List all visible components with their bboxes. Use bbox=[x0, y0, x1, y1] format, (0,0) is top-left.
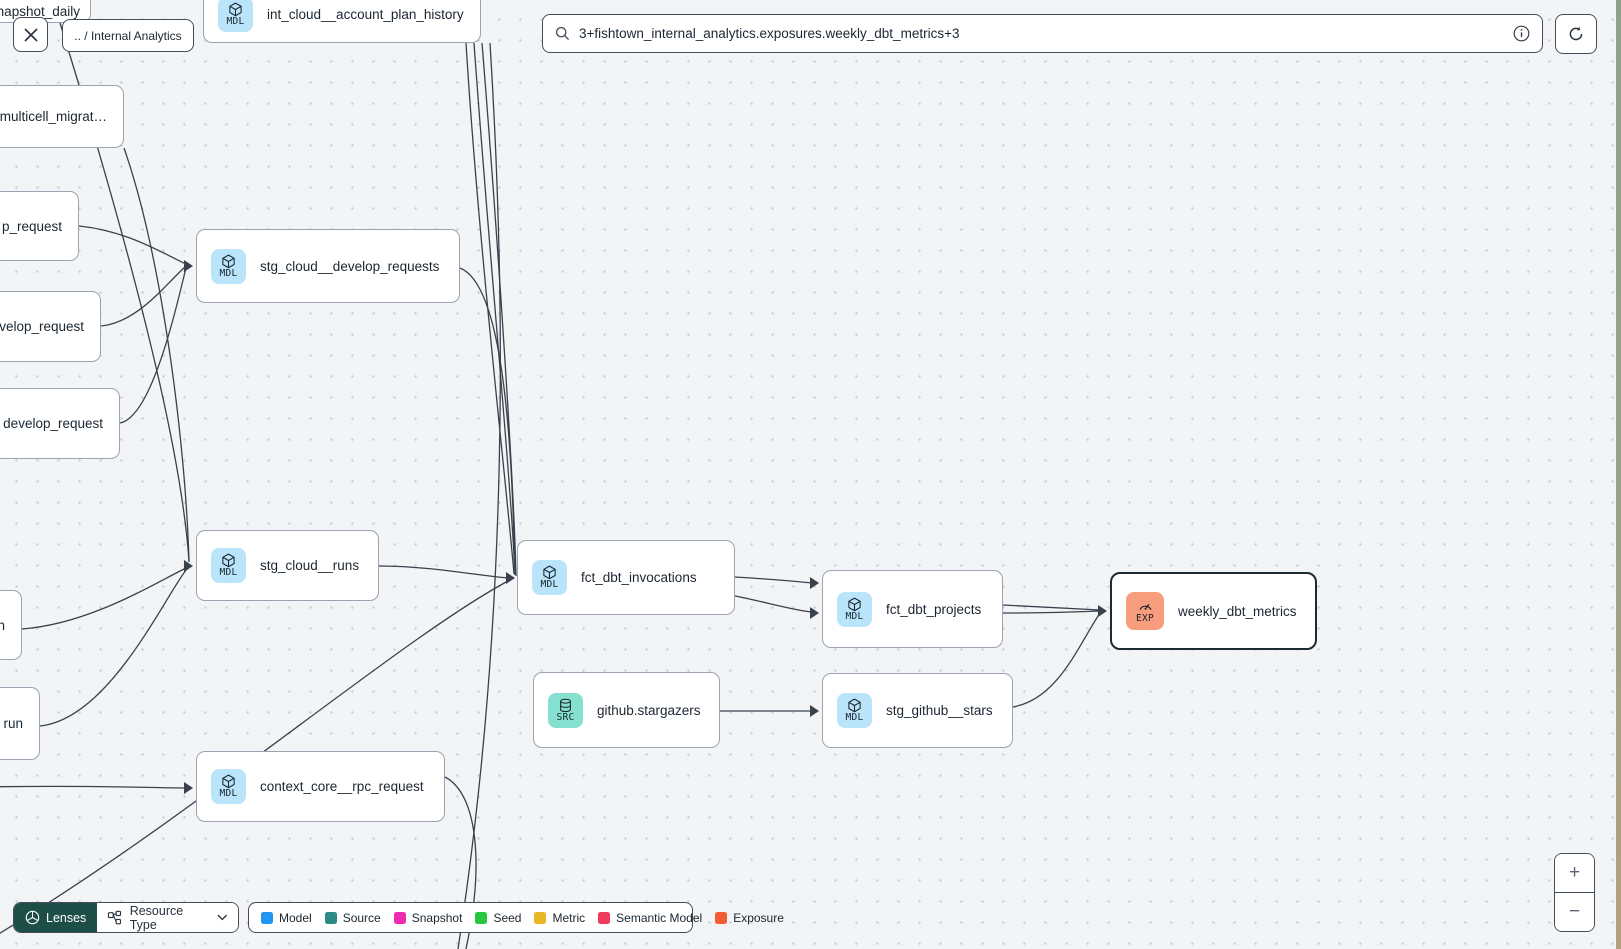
node-weekly_dbt_metrics[interactable]: EXP weekly_dbt_metrics bbox=[1110, 572, 1317, 650]
source-badge: SRC bbox=[548, 692, 583, 728]
node-label: n bbox=[0, 617, 5, 633]
node-label: p_request bbox=[1, 218, 62, 234]
desktop-edge-strip bbox=[1616, 0, 1621, 949]
node-run_node[interactable]: run bbox=[0, 687, 40, 760]
legend-swatch bbox=[598, 911, 611, 924]
model-badge: MDL bbox=[218, 0, 253, 32]
zoom-in-button[interactable]: + bbox=[1555, 854, 1594, 893]
model-badge: MDL bbox=[211, 548, 246, 583]
resource-type-dropdown[interactable]: Resource Type bbox=[97, 903, 238, 932]
legend-item-seed: Seed bbox=[475, 911, 521, 925]
lenses-icon bbox=[25, 910, 40, 925]
breadcrumb-label: .. / Internal Analytics bbox=[74, 28, 182, 43]
gauge-icon bbox=[1139, 603, 1151, 610]
node-label: snapshot_daily bbox=[0, 4, 80, 19]
legend-label: Semantic Model bbox=[616, 910, 703, 925]
lenses-button[interactable]: Lenses bbox=[14, 903, 98, 932]
close-button[interactable] bbox=[13, 17, 48, 52]
node-n_node[interactable]: n bbox=[0, 590, 22, 660]
legend-label: Seed bbox=[493, 910, 522, 925]
legend-label: Source bbox=[342, 910, 381, 925]
node-label: stg_github__stars bbox=[886, 703, 993, 718]
resource-type-icon bbox=[108, 910, 122, 924]
exposure-badge: EXP bbox=[1126, 592, 1164, 630]
node-label: multicell_migrat… bbox=[0, 109, 107, 124]
zoom-control: + − bbox=[1554, 853, 1595, 932]
node-label: velop_request bbox=[0, 319, 84, 334]
legend-swatch bbox=[261, 911, 273, 924]
node-label: context_core__rpc_request bbox=[260, 779, 424, 794]
legend-item-snapshot: Snapshot bbox=[393, 910, 463, 925]
cube-icon bbox=[848, 597, 861, 611]
database-icon bbox=[560, 698, 571, 712]
resource-type-label: Resource Type bbox=[129, 903, 184, 932]
node-label: stg_cloud__develop_requests bbox=[260, 258, 440, 274]
chevron-down-icon bbox=[217, 914, 228, 921]
search-bar[interactable] bbox=[542, 14, 1543, 53]
cube-icon bbox=[222, 553, 235, 568]
node-github_stargazers[interactable]: SRC github.stargazers bbox=[533, 672, 720, 748]
search-icon bbox=[555, 26, 570, 41]
node-label: weekly_dbt_metrics bbox=[1178, 603, 1297, 619]
node-label: stg_cloud__runs bbox=[260, 558, 360, 573]
legend-swatch bbox=[534, 911, 547, 924]
legend-swatch bbox=[393, 911, 406, 924]
cube-icon bbox=[229, 2, 242, 17]
zoom-out-button[interactable]: − bbox=[1555, 893, 1594, 931]
node-stg_cloud_runs[interactable]: MDL stg_cloud__runs bbox=[196, 530, 379, 601]
legend-label: Metric bbox=[552, 910, 586, 925]
cube-icon bbox=[848, 698, 861, 713]
node-develop_request[interactable]: develop_request bbox=[0, 388, 120, 459]
legend-item-semantic-model: Semantic Model bbox=[598, 911, 702, 925]
lenses-label: Lenses bbox=[46, 910, 87, 925]
node-velop_request[interactable]: velop_request bbox=[0, 291, 101, 362]
search-input[interactable] bbox=[579, 26, 1504, 41]
legend-item-source: Source bbox=[324, 910, 381, 925]
breadcrumb[interactable]: .. / Internal Analytics bbox=[62, 19, 194, 52]
node-fct_dbt_invocations[interactable]: MDL fct_dbt_invocations bbox=[517, 540, 735, 615]
legend-label: Model bbox=[279, 910, 312, 925]
node-fct_dbt_projects[interactable]: MDL fct_dbt_projects bbox=[822, 570, 1003, 648]
node-label: github.stargazers bbox=[597, 702, 701, 718]
node-p_request[interactable]: p_request bbox=[0, 191, 79, 261]
node-context_core[interactable]: MDL context_core__rpc_request bbox=[196, 751, 445, 822]
cube-icon bbox=[222, 254, 235, 268]
node-label: fct_dbt_projects bbox=[886, 601, 982, 617]
cube-icon bbox=[222, 774, 235, 789]
legend-item-metric: Metric bbox=[534, 911, 585, 925]
node-int_cloud[interactable]: MDL int_cloud__account_plan_history bbox=[203, 0, 481, 43]
refresh-icon bbox=[1569, 26, 1583, 41]
model-badge: MDL bbox=[837, 693, 872, 728]
legend-swatch bbox=[475, 911, 488, 924]
node-label: int_cloud__account_plan_history bbox=[267, 7, 464, 22]
legend-swatch bbox=[715, 911, 728, 924]
node-label: run bbox=[3, 716, 23, 731]
info-icon[interactable] bbox=[1513, 25, 1530, 42]
lenses-control: Lenses Resource Type bbox=[13, 902, 239, 933]
node-multicell[interactable]: multicell_migrat… bbox=[0, 85, 124, 148]
refresh-button[interactable] bbox=[1555, 14, 1597, 54]
legend-label: Snapshot bbox=[411, 910, 463, 925]
model-badge: MDL bbox=[211, 769, 246, 804]
model-badge: MDL bbox=[837, 591, 872, 627]
legend-swatch bbox=[324, 911, 337, 924]
model-badge: MDL bbox=[211, 248, 246, 284]
node-label: fct_dbt_invocations bbox=[581, 570, 697, 585]
legend-item-exposure: Exposure bbox=[715, 911, 784, 925]
resource-type-legend: Model Source Snapshot Seed Metric Semantic Mo… bbox=[248, 902, 784, 933]
model-badge: MDL bbox=[532, 560, 567, 595]
node-label: develop_request bbox=[3, 416, 103, 431]
node-stg_github_stars[interactable]: MDL stg_github__stars bbox=[822, 673, 1013, 748]
close-icon bbox=[23, 27, 38, 42]
node-stg_cloud_develop[interactable]: MDL stg_cloud__develop_requests bbox=[196, 229, 460, 303]
legend-label: Exposure bbox=[733, 910, 784, 925]
cube-icon bbox=[543, 565, 556, 580]
legend-item-model: Model bbox=[261, 911, 312, 925]
